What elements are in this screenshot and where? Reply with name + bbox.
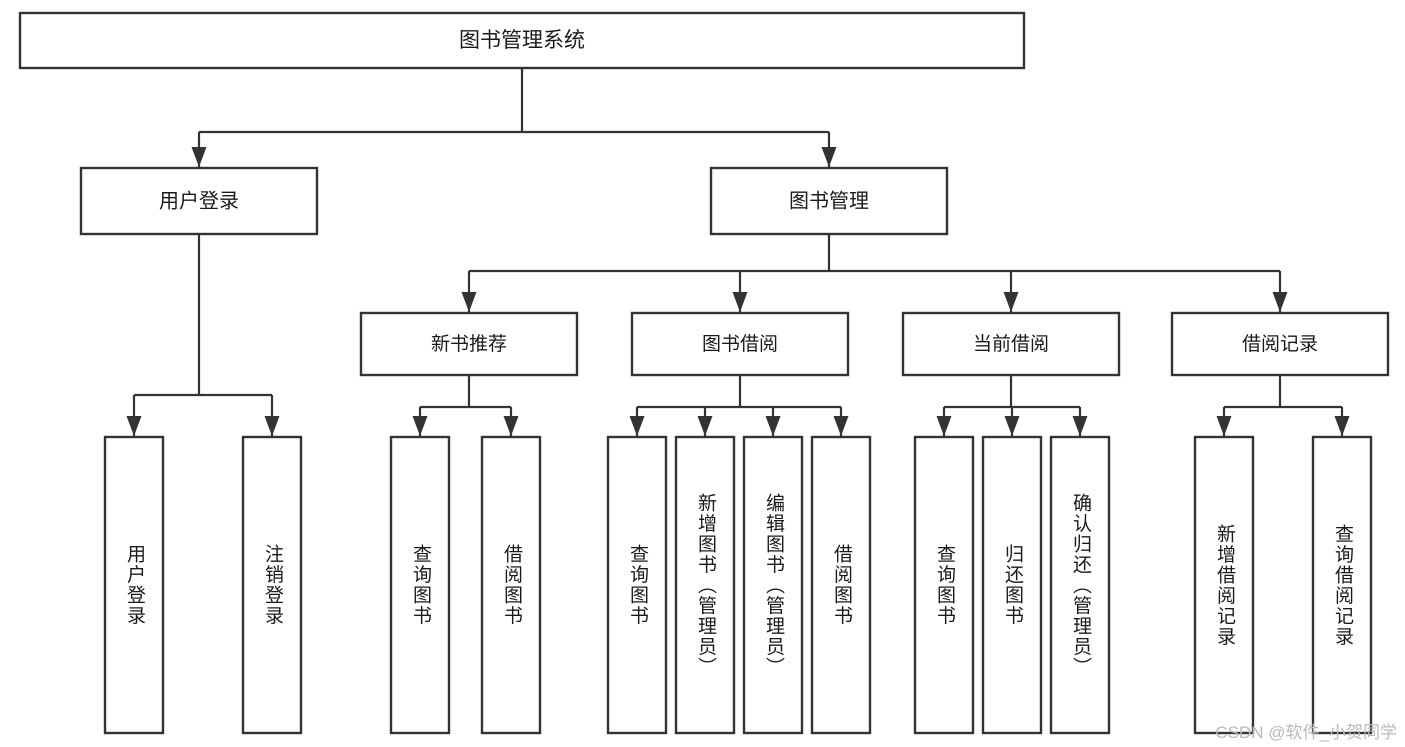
arrow-head-icon [1272, 292, 1288, 312]
node-current-borrow[interactable]: 当前借阅 [901, 311, 1121, 377]
arrow-head-icon [1003, 292, 1019, 312]
node-box-root[interactable] [18, 11, 1026, 70]
edge-group-new-book-recommend [412, 375, 519, 436]
node-new-book-recommend[interactable]: 新书推荐 [359, 311, 579, 377]
node-borrow-record[interactable]: 借阅记录 [1170, 311, 1390, 377]
node-label-book-borrow: 图书借阅 [702, 333, 778, 355]
arrow-head-icon [126, 416, 142, 436]
arrow-head-icon [765, 416, 781, 436]
node-box-leaf-logout[interactable] [241, 435, 303, 735]
edge-group-user-login [126, 234, 280, 436]
arrow-head-icon [936, 416, 952, 436]
node-box-book-borrow[interactable] [630, 311, 850, 377]
node-box-leaf-query-book-current[interactable] [913, 435, 975, 735]
node-leaf-confirm-return-admin[interactable] [1049, 435, 1111, 735]
node-leaf-add-borrow-record[interactable] [1193, 435, 1255, 735]
edge-group-borrow-record [1216, 375, 1350, 436]
node-leaf-logout[interactable] [241, 435, 303, 735]
node-box-leaf-confirm-return-admin[interactable] [1049, 435, 1111, 735]
node-leaf-query-book-borrow[interactable] [606, 435, 668, 735]
node-box-current-borrow[interactable] [901, 311, 1121, 377]
node-box-leaf-edit-book-admin[interactable] [742, 435, 804, 735]
arrow-head-icon [1072, 416, 1088, 436]
node-label-current-borrow: 当前借阅 [973, 333, 1049, 355]
edge-group-root [191, 68, 837, 167]
edge-group-book-borrow [629, 375, 849, 436]
node-box-leaf-query-book-borrow[interactable] [606, 435, 668, 735]
node-leaf-query-book-recommend[interactable] [389, 435, 451, 735]
edge-group-current-borrow [936, 375, 1088, 436]
arrow-head-icon [191, 147, 207, 167]
node-label-book-management: 图书管理 [789, 189, 869, 212]
node-leaf-return-book[interactable] [981, 435, 1043, 735]
edge-group-book-management [461, 234, 1288, 312]
node-box-user-login[interactable] [79, 166, 319, 236]
arrow-head-icon [732, 292, 748, 312]
node-leaf-edit-book-admin[interactable] [742, 435, 804, 735]
node-leaf-add-book-admin[interactable] [674, 435, 736, 735]
node-box-book-management[interactable] [709, 166, 949, 236]
arrow-head-icon [264, 416, 280, 436]
node-box-leaf-borrow-book-recommend[interactable] [480, 435, 542, 735]
node-book-management[interactable]: 图书管理 [709, 166, 949, 236]
node-box-leaf-query-book-recommend[interactable] [389, 435, 451, 735]
node-user-login[interactable]: 用户登录 [79, 166, 319, 236]
arrow-head-icon [1004, 416, 1020, 436]
arrow-head-icon [412, 416, 428, 436]
arrow-head-icon [461, 292, 477, 312]
arrow-head-icon [1216, 416, 1232, 436]
node-root[interactable]: 图书管理系统 [18, 11, 1026, 70]
node-box-leaf-add-borrow-record[interactable] [1193, 435, 1255, 735]
node-label-new-book-recommend: 新书推荐 [431, 333, 507, 355]
arrow-head-icon [833, 416, 849, 436]
node-leaf-borrow-book-recommend[interactable] [480, 435, 542, 735]
node-leaf-borrow-book[interactable] [810, 435, 872, 735]
node-label-root: 图书管理系统 [459, 29, 585, 52]
arrow-head-icon [1334, 416, 1350, 436]
arrow-head-icon [821, 147, 837, 167]
node-box-leaf-return-book[interactable] [981, 435, 1043, 735]
arrow-head-icon [697, 416, 713, 436]
node-label-user-login: 用户登录 [159, 189, 239, 212]
node-leaf-user-login[interactable] [103, 435, 165, 735]
node-book-borrow[interactable]: 图书借阅 [630, 311, 850, 377]
node-label-borrow-record: 借阅记录 [1242, 333, 1318, 355]
node-leaf-query-book-current[interactable] [913, 435, 975, 735]
connector-layer [126, 68, 1350, 436]
arrow-head-icon [629, 416, 645, 436]
node-box-leaf-borrow-book[interactable] [810, 435, 872, 735]
node-leaf-query-borrow-record[interactable] [1311, 435, 1373, 735]
arrow-head-icon [503, 416, 519, 436]
node-box-new-book-recommend[interactable] [359, 311, 579, 377]
node-box-leaf-add-book-admin[interactable] [674, 435, 736, 735]
node-box-leaf-query-borrow-record[interactable] [1311, 435, 1373, 735]
node-box-leaf-user-login[interactable] [103, 435, 165, 735]
node-box-borrow-record[interactable] [1170, 311, 1390, 377]
